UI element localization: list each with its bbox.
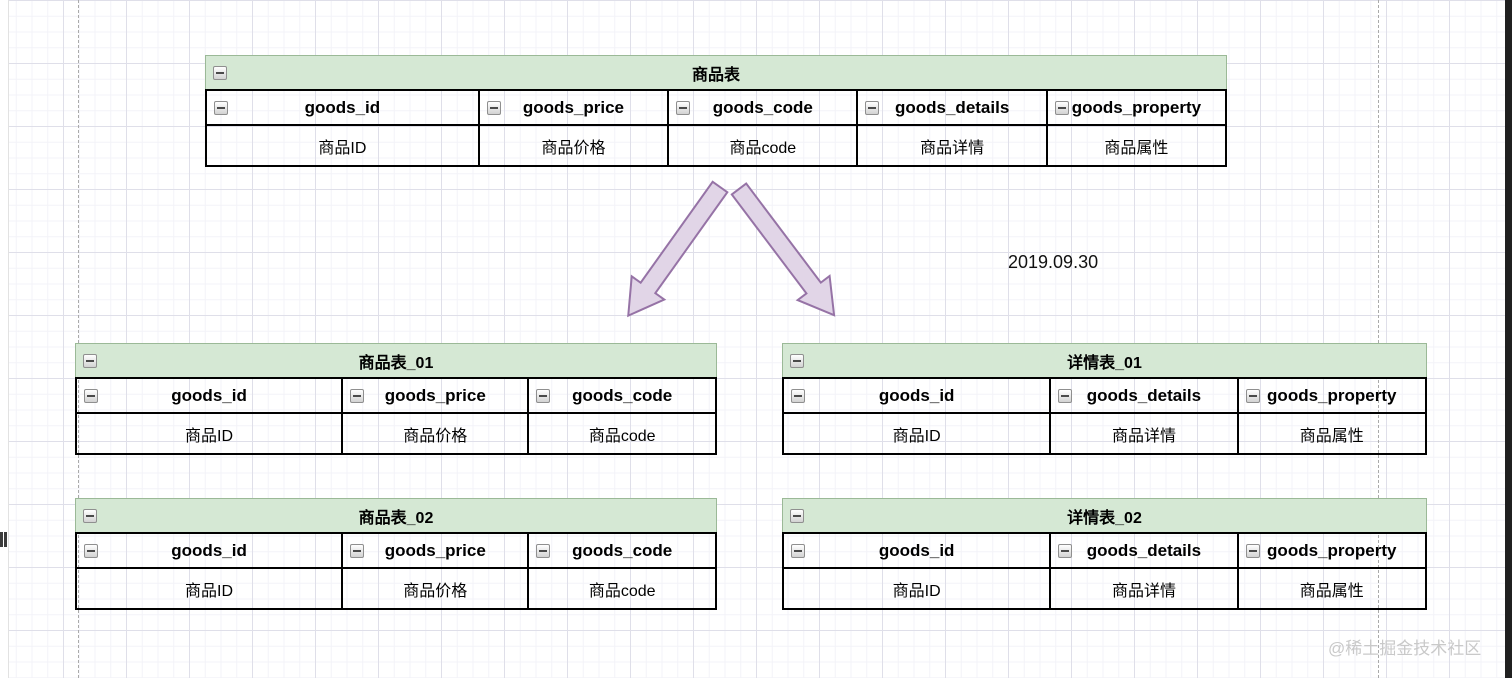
column-header-goods-details[interactable]: goods_details <box>1049 379 1236 412</box>
table-goods-01[interactable]: 商品表_01 goods_id goods_price goods_code 商… <box>75 343 717 455</box>
window-edge-strip <box>1505 0 1512 678</box>
split-arrow-right[interactable] <box>723 177 850 327</box>
watermark: @稀土掘金技术社区 <box>1328 639 1482 658</box>
table-header-row: goods_id goods_price goods_code <box>77 379 715 414</box>
collapse-minus-icon[interactable] <box>213 65 227 80</box>
table-title: 商品表_02 <box>358 509 434 527</box>
column-header-goods-property[interactable]: goods_property <box>1236 534 1425 567</box>
collapse-minus-icon[interactable] <box>790 353 804 368</box>
collapse-minus-icon[interactable] <box>84 543 98 558</box>
table-title-bar[interactable]: 详情表_01 <box>782 343 1427 377</box>
table-title-bar[interactable]: 商品表 <box>205 55 1227 89</box>
left-edge-strip <box>0 0 9 678</box>
collapse-minus-icon[interactable] <box>1054 100 1069 115</box>
table-grid: goods_id goods_price goods_code 商品ID 商品价… <box>75 532 717 610</box>
column-header-goods-code[interactable]: goods_code <box>527 379 715 412</box>
column-header-goods-price[interactable]: goods_price <box>341 379 527 412</box>
table-body-row: 商品ID 商品价格 商品code 商品详情 商品属性 <box>207 126 1225 165</box>
collapse-minus-icon[interactable] <box>676 100 691 115</box>
column-header-goods-code[interactable]: goods_code <box>527 534 715 567</box>
collapse-minus-icon[interactable] <box>1058 543 1073 558</box>
table-body-row: 商品ID 商品详情 商品属性 <box>784 569 1425 608</box>
table-cell[interactable]: 商品详情 <box>1049 414 1236 453</box>
table-title: 详情表_02 <box>1067 509 1142 527</box>
table-cell[interactable]: 商品code <box>527 414 715 453</box>
table-title: 详情表_01 <box>1067 354 1142 372</box>
table-title-bar[interactable]: 商品表_01 <box>75 343 717 377</box>
collapse-minus-icon[interactable] <box>84 388 98 403</box>
table-cell[interactable]: 商品ID <box>185 427 234 445</box>
table-body-row: 商品ID 商品价格 商品code <box>77 414 715 453</box>
collapse-minus-icon[interactable] <box>486 100 501 115</box>
collapse-minus-icon[interactable] <box>83 353 97 368</box>
page-boundary-guide-left <box>78 0 79 678</box>
collapse-minus-icon[interactable] <box>791 388 805 403</box>
column-header-goods-id[interactable]: goods_id <box>77 379 341 412</box>
table-title-bar[interactable]: 商品表_02 <box>75 498 717 532</box>
table-title-bar[interactable]: 详情表_02 <box>782 498 1427 532</box>
table-cell[interactable]: 商品code <box>667 126 856 165</box>
table-cell[interactable]: 商品ID <box>318 139 367 157</box>
column-header-goods-price[interactable]: goods_price <box>477 91 667 124</box>
table-grid: goods_id goods_details goods_property 商品… <box>782 532 1427 610</box>
table-grid: goods_id goods_details goods_property 商品… <box>782 377 1427 455</box>
column-header-goods-property[interactable]: goods_property <box>1236 379 1425 412</box>
table-cell[interactable]: 商品属性 <box>1236 569 1425 608</box>
table-grid: goods_id goods_price goods_code goods_de… <box>205 89 1227 167</box>
column-header-goods-id[interactable]: goods_id <box>77 534 341 567</box>
table-cell[interactable]: 商品ID <box>892 582 941 600</box>
table-details-02[interactable]: 详情表_02 goods_id goods_details goods_prop… <box>782 498 1427 610</box>
table-header-row: goods_id goods_price goods_code goods_de… <box>207 91 1225 126</box>
table-goods[interactable]: 商品表 goods_id goods_price goods_code <box>205 55 1227 167</box>
column-header-goods-price[interactable]: goods_price <box>341 534 527 567</box>
collapse-minus-icon[interactable] <box>865 100 880 115</box>
collapse-minus-icon[interactable] <box>350 543 365 558</box>
table-header-row: goods_id goods_details goods_property <box>784 534 1425 569</box>
table-cell[interactable]: 商品code <box>527 569 715 608</box>
collapse-minus-icon[interactable] <box>1245 388 1260 403</box>
table-goods-02[interactable]: 商品表_02 goods_id goods_price goods_code 商… <box>75 498 717 610</box>
table-cell[interactable]: 商品详情 <box>856 126 1045 165</box>
table-cell[interactable]: 商品属性 <box>1236 414 1425 453</box>
table-body-row: 商品ID 商品价格 商品code <box>77 569 715 608</box>
collapse-minus-icon[interactable] <box>790 508 804 523</box>
column-header-goods-code[interactable]: goods_code <box>667 91 856 124</box>
table-header-row: goods_id goods_details goods_property <box>784 379 1425 414</box>
table-title: 商品表_01 <box>358 354 434 372</box>
collapse-minus-icon[interactable] <box>350 388 365 403</box>
column-header-goods-details[interactable]: goods_details <box>856 91 1045 124</box>
collapse-minus-icon[interactable] <box>536 388 551 403</box>
collapse-minus-icon[interactable] <box>791 543 805 558</box>
table-body-row: 商品ID 商品详情 商品属性 <box>784 414 1425 453</box>
table-title: 商品表 <box>691 66 740 84</box>
collapse-minus-icon[interactable] <box>1245 543 1260 558</box>
column-header-goods-property[interactable]: goods_property <box>1045 91 1225 124</box>
table-cell[interactable]: 商品价格 <box>341 569 527 608</box>
left-edge-grip <box>0 532 7 547</box>
collapse-minus-icon[interactable] <box>1058 388 1073 403</box>
column-header-goods-id[interactable]: goods_id <box>784 379 1049 412</box>
table-details-01[interactable]: 详情表_01 goods_id goods_details goods_prop… <box>782 343 1427 455</box>
split-arrow-left[interactable] <box>612 175 736 327</box>
column-header-goods-id[interactable]: goods_id <box>207 91 478 124</box>
column-header-goods-details[interactable]: goods_details <box>1049 534 1236 567</box>
table-cell[interactable]: 商品价格 <box>477 126 667 165</box>
table-cell[interactable]: 商品价格 <box>341 414 527 453</box>
collapse-minus-icon[interactable] <box>83 508 97 523</box>
table-header-row: goods_id goods_price goods_code <box>77 534 715 569</box>
table-cell[interactable]: 商品ID <box>892 427 941 445</box>
collapse-minus-icon[interactable] <box>214 100 228 115</box>
table-cell[interactable]: 商品属性 <box>1045 126 1225 165</box>
table-grid: goods_id goods_price goods_code 商品ID 商品价… <box>75 377 717 455</box>
page-boundary-guide-right <box>1378 0 1379 678</box>
column-header-goods-id[interactable]: goods_id <box>784 534 1049 567</box>
collapse-minus-icon[interactable] <box>536 543 551 558</box>
table-cell[interactable]: 商品详情 <box>1049 569 1236 608</box>
table-cell[interactable]: 商品ID <box>185 582 234 600</box>
date-annotation[interactable]: 2019.09.30 <box>1008 252 1099 272</box>
